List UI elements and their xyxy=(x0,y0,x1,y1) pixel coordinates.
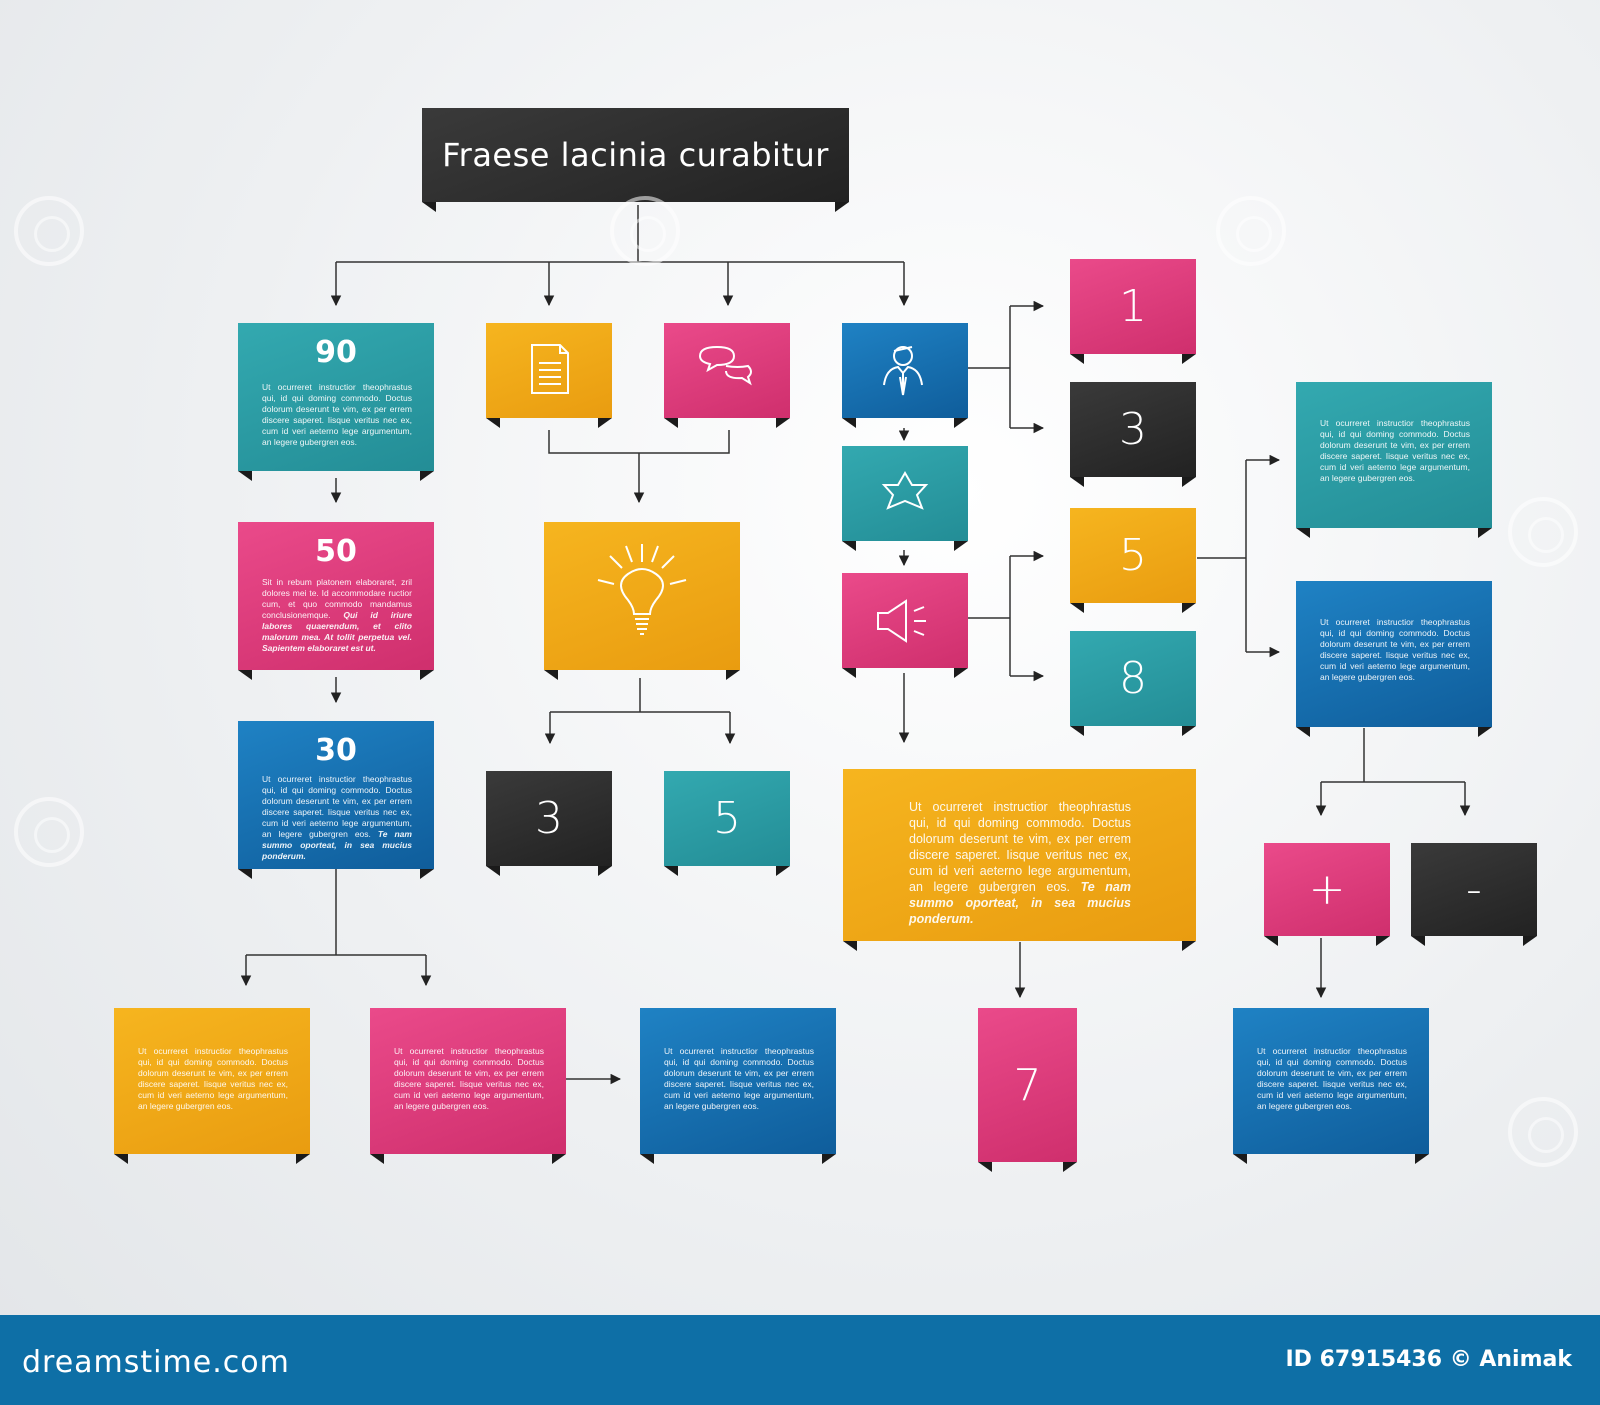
orange-body: Ut ocurreret instructior theophrastus qu… xyxy=(909,800,1131,894)
right-number-8: 8 xyxy=(1119,653,1147,704)
box-right-blue: Ut ocurreret instructior theophrastus qu… xyxy=(1296,581,1492,737)
connector-lines xyxy=(240,205,1471,1085)
lightbulb-icon xyxy=(597,544,687,635)
flowchart: Fraese lacinia curabitur 90 Ut ocurreret… xyxy=(14,108,1578,1172)
number-7: 7 xyxy=(1013,1059,1042,1111)
watermark-icon xyxy=(1216,196,1286,266)
watermark-icon xyxy=(1508,1097,1578,1167)
orange-emphasis: Te nam summo oporteat, in sea mucius pon… xyxy=(909,880,1131,926)
minus-sign: - xyxy=(1466,864,1482,915)
number-50: 50 xyxy=(315,534,357,569)
box-minus: - xyxy=(1411,843,1537,946)
right-number-1: 1 xyxy=(1119,281,1147,332)
bottom-blue-text: Ut ocurreret instructior theophrastus qu… xyxy=(664,1046,814,1111)
right-number-3: 3 xyxy=(1119,404,1147,455)
box-plus: + xyxy=(1264,843,1390,946)
bottom-yellow-text: Ut ocurreret instructior theophrastus qu… xyxy=(138,1046,288,1111)
box-30: 30 Ut ocurreret instructior theophrastus… xyxy=(238,721,434,879)
speech-bubbles-icon xyxy=(698,345,752,386)
box-bottom-pink: Ut ocurreret instructior theophrastus qu… xyxy=(370,1008,566,1164)
star-icon xyxy=(881,471,929,510)
footer-credit: ID 67915436 © Animak xyxy=(1285,1347,1572,1372)
box-bottom-blue: Ut ocurreret instructior theophrastus qu… xyxy=(640,1008,836,1164)
box-right-8: 8 xyxy=(1070,631,1196,736)
plus-sign: + xyxy=(1308,864,1346,915)
bottom-pink-text: Ut ocurreret instructior theophrastus qu… xyxy=(394,1046,544,1111)
watermark-icon xyxy=(14,196,84,266)
box-orange-text: Ut ocurreret instructior theophrastus qu… xyxy=(843,769,1196,951)
box-mid-5: 5 xyxy=(664,771,790,876)
box-right-3: 3 xyxy=(1070,382,1196,487)
bottom-blue-right-text: Ut ocurreret instructior theophrastus qu… xyxy=(1257,1046,1407,1111)
watermark-icon xyxy=(14,797,84,867)
watermark-icon xyxy=(610,196,680,266)
box-right-1: 1 xyxy=(1070,259,1196,364)
box-bulb xyxy=(544,522,740,680)
title-box: Fraese lacinia curabitur xyxy=(422,108,849,212)
box-star xyxy=(842,446,968,551)
box-50-emphasis: Qui id iriure labores quaerendum, et cli… xyxy=(262,610,412,653)
footer-bar: dreamstime.com ID 67915436 © Animak xyxy=(0,1315,1600,1405)
title-text: Fraese lacinia curabitur xyxy=(442,136,829,174)
number-30: 30 xyxy=(315,733,357,768)
box-30-body: Ut ocurreret instructior theophrastus qu… xyxy=(262,774,412,839)
speaker-icon xyxy=(877,599,926,643)
box-50-body: Sit in rebum platonem elaboraret, zril d… xyxy=(262,577,412,620)
right-blue-text: Ut ocurreret instructior theophrastus qu… xyxy=(1320,617,1470,682)
box-speaker xyxy=(842,573,968,678)
box-90: 90 Ut ocurreret instructior theophrastus… xyxy=(238,323,434,481)
box-bottom-blue-right: Ut ocurreret instructior theophrastus qu… xyxy=(1233,1008,1429,1164)
orange-text: Ut ocurreret instructior theophrastus qu… xyxy=(909,799,1131,927)
watermark-icon xyxy=(1508,497,1578,567)
box-document xyxy=(486,323,612,428)
box-seven: 7 xyxy=(978,1008,1077,1172)
mid-number-3: 3 xyxy=(535,793,563,844)
box-90-text: Ut ocurreret instructior theophrastus qu… xyxy=(262,382,412,447)
person-icon xyxy=(883,346,923,396)
box-right-5: 5 xyxy=(1070,508,1196,613)
box-right-teal: Ut ocurreret instructior theophrastus qu… xyxy=(1296,382,1492,538)
box-30-text: Ut ocurreret instructior theophrastus qu… xyxy=(262,774,412,862)
box-50-text: Sit in rebum platonem elaboraret, zril d… xyxy=(262,577,412,654)
right-teal-text: Ut ocurreret instructior theophrastus qu… xyxy=(1320,418,1470,483)
right-number-5: 5 xyxy=(1119,530,1147,581)
document-icon xyxy=(531,344,569,394)
box-person xyxy=(842,323,968,428)
box-mid-3: 3 xyxy=(486,771,612,876)
box-30-emphasis: Te nam summo oporteat, in sea mucius pon… xyxy=(262,829,412,861)
mid-number-5: 5 xyxy=(713,793,741,844)
box-chat xyxy=(664,323,790,428)
box-50: 50 Sit in rebum platonem elaboraret, zri… xyxy=(238,522,434,680)
footer-brand[interactable]: dreamstime.com xyxy=(22,1345,290,1380)
number-90: 90 xyxy=(315,335,357,370)
box-bottom-yellow: Ut ocurreret instructior theophrastus qu… xyxy=(114,1008,310,1164)
